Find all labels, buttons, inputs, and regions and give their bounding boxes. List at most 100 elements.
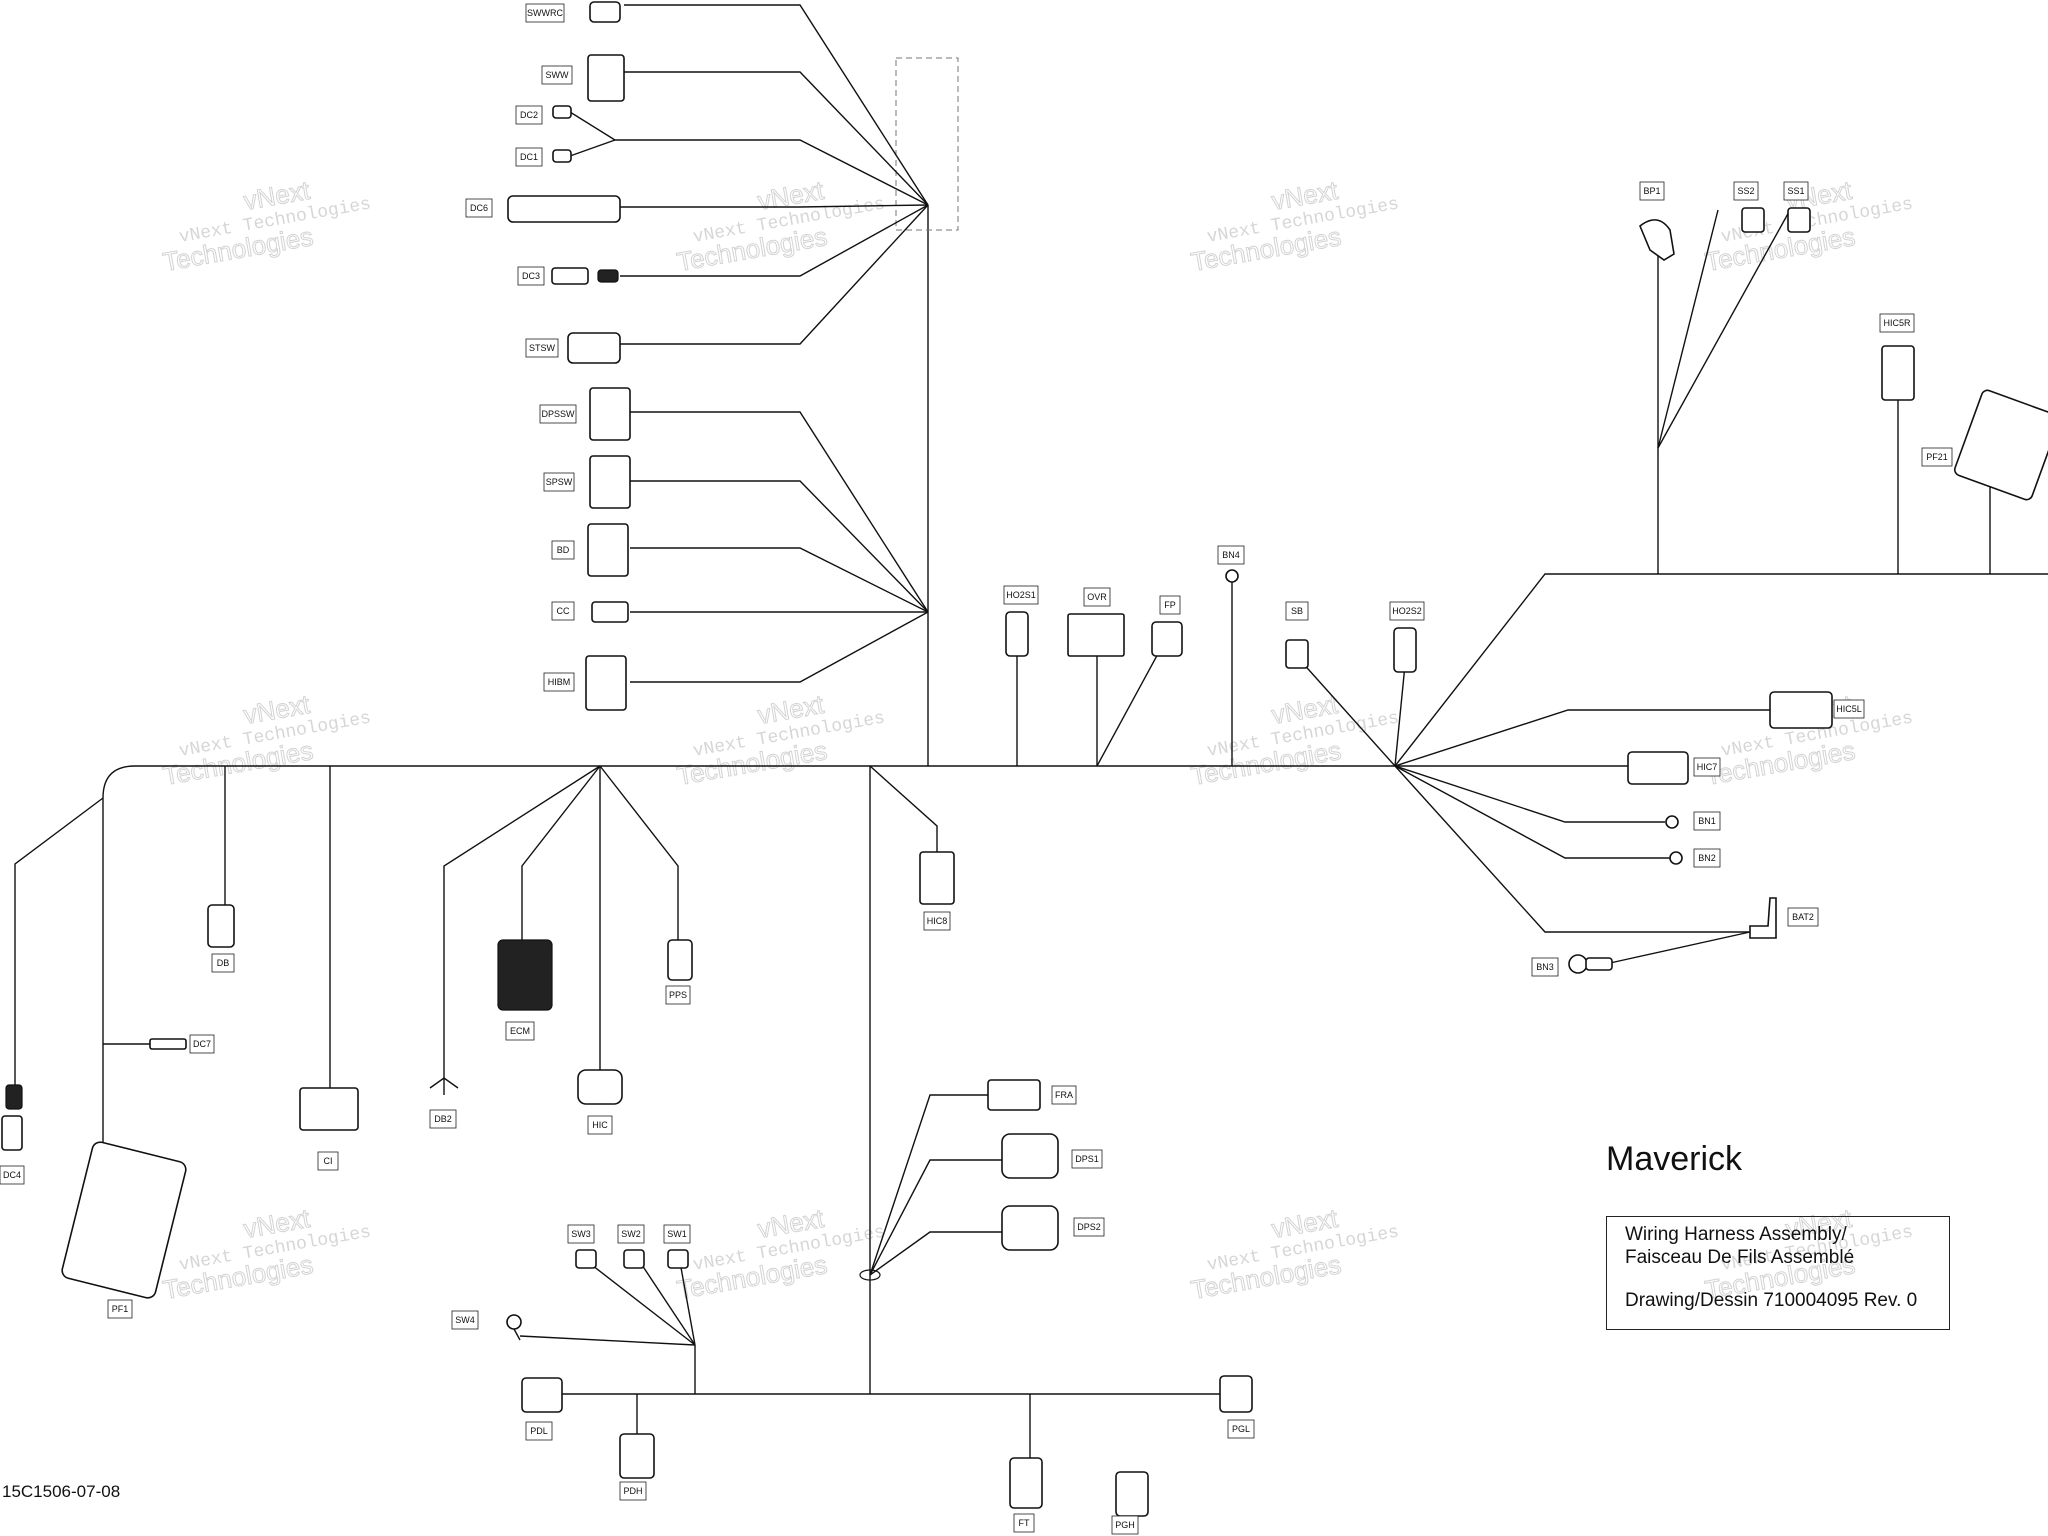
svg-text:STSW: STSW	[529, 343, 556, 353]
label-hic8: HIC8	[923, 911, 951, 931]
connector-spsw	[589, 455, 631, 509]
label-sw4: SW4	[451, 1310, 479, 1330]
label-dc2: DC2	[515, 105, 543, 125]
connector-ft	[1009, 1457, 1043, 1509]
svg-text:SPSW: SPSW	[546, 477, 573, 487]
svg-text:BN1: BN1	[1698, 816, 1716, 826]
label-sb: SB	[1285, 601, 1309, 621]
svg-text:SW3: SW3	[571, 1229, 591, 1239]
label-sw1: SW1	[663, 1224, 691, 1244]
svg-text:ECM: ECM	[510, 1026, 530, 1036]
svg-text:DC2: DC2	[520, 110, 538, 120]
connector-sw1	[667, 1249, 689, 1269]
svg-text:BN3: BN3	[1536, 962, 1554, 972]
connector-swwrc	[589, 1, 621, 23]
connector-sw3	[575, 1249, 597, 1269]
svg-text:BD: BD	[557, 545, 570, 555]
svg-text:PGL: PGL	[1232, 1424, 1250, 1434]
connector-ss1	[1787, 207, 1811, 233]
connector-db	[207, 904, 235, 948]
label-fp: FP	[1159, 595, 1181, 615]
connector-bn3	[1568, 954, 1613, 974]
label-sw2: SW2	[617, 1224, 645, 1244]
connector-hibm	[585, 655, 627, 711]
svg-text:DPS1: DPS1	[1075, 1154, 1099, 1164]
svg-text:SW4: SW4	[455, 1315, 475, 1325]
connector-bn2	[1669, 851, 1683, 865]
svg-text:BN4: BN4	[1222, 550, 1240, 560]
connector-dpssw	[589, 387, 631, 441]
title-block-line2: Faisceau De Fils Assemblé	[1625, 1247, 1855, 1268]
label-dc7: DC7	[189, 1034, 215, 1054]
diagram-title: Maverick	[1606, 1140, 1743, 1178]
label-pgl: PGL	[1227, 1419, 1255, 1439]
connector-pf21	[1953, 389, 2048, 501]
connector-fp	[1151, 621, 1183, 657]
label-ho2s1: HO2S1	[1003, 585, 1039, 605]
svg-text:BP1: BP1	[1643, 186, 1660, 196]
label-fra: FRA	[1051, 1085, 1077, 1105]
svg-text:DC4: DC4	[3, 1170, 21, 1180]
label-dps2: DPS2	[1073, 1217, 1105, 1237]
connector-pps	[667, 939, 693, 981]
svg-text:SB: SB	[1291, 606, 1303, 616]
connector-pgh	[1115, 1471, 1149, 1517]
label-db2: DB2	[429, 1109, 457, 1129]
title-block-drawing-number: Drawing/Dessin 710004095 Rev. 0	[1625, 1290, 1918, 1311]
label-spsw: SPSW	[543, 472, 575, 492]
connector-fra	[987, 1079, 1041, 1111]
connector-dps1	[1001, 1133, 1059, 1179]
svg-text:SS1: SS1	[1787, 186, 1804, 196]
connector-dps2	[1001, 1205, 1059, 1251]
label-bn4: BN4	[1217, 545, 1245, 565]
label-dpssw: DPSSW	[539, 404, 577, 424]
label-ovr: OVR	[1083, 587, 1111, 607]
connector-bd	[587, 523, 629, 577]
connector-ho2s2	[1393, 627, 1417, 673]
svg-text:SS2: SS2	[1737, 186, 1754, 196]
label-bd: BD	[551, 540, 575, 560]
connector-bn4	[1225, 569, 1239, 583]
svg-text:HO2S2: HO2S2	[1392, 606, 1422, 616]
label-hic7: HIC7	[1693, 757, 1721, 777]
connector-bp1	[1639, 219, 1675, 261]
svg-text:PPS: PPS	[669, 990, 687, 1000]
connector-pdh	[619, 1433, 655, 1479]
svg-text:HIC5L: HIC5L	[1836, 704, 1862, 714]
label-dc1: DC1	[515, 147, 543, 167]
label-pf1: PF1	[107, 1299, 133, 1319]
svg-text:DC7: DC7	[193, 1039, 211, 1049]
svg-text:SW2: SW2	[621, 1229, 641, 1239]
connector-db2	[429, 1077, 459, 1089]
labels: SWWRC SWW DC2 DC1 DC6 DC3 STSW DPSSW SPS…	[0, 3, 1953, 1535]
svg-text:FRA: FRA	[1055, 1090, 1073, 1100]
label-dc3: DC3	[517, 266, 545, 286]
label-hibm: HIBM	[543, 672, 575, 692]
connector-dc3	[551, 267, 619, 285]
label-stsw: STSW	[525, 338, 559, 358]
connector-hic	[577, 1069, 623, 1105]
label-hic5r: HIC5R	[1879, 313, 1915, 333]
connector-hic8	[919, 851, 955, 905]
svg-text:SW1: SW1	[667, 1229, 687, 1239]
svg-text:PGH: PGH	[1115, 1520, 1135, 1530]
svg-text:PF1: PF1	[112, 1304, 129, 1314]
label-dps1: DPS1	[1071, 1149, 1103, 1169]
label-bp1: BP1	[1639, 181, 1665, 201]
title-block-line1: Wiring Harness Assembly/	[1625, 1224, 1847, 1245]
label-ecm: ECM	[505, 1021, 535, 1041]
label-sw3: SW3	[567, 1224, 595, 1244]
svg-text:DPSSW: DPSSW	[541, 409, 575, 419]
label-pps: PPS	[665, 985, 691, 1005]
label-ss2: SS2	[1733, 181, 1759, 201]
svg-text:BAT2: BAT2	[1792, 912, 1814, 922]
connector-ho2s1	[1005, 611, 1029, 657]
svg-text:DB2: DB2	[434, 1114, 452, 1124]
label-ft: FT	[1013, 1513, 1035, 1533]
connector-bat2	[1749, 897, 1777, 939]
svg-text:HO2S1: HO2S1	[1006, 590, 1036, 600]
connector-sw4	[506, 1314, 522, 1341]
svg-text:OVR: OVR	[1087, 592, 1107, 602]
svg-text:HIC5R: HIC5R	[1883, 318, 1911, 328]
